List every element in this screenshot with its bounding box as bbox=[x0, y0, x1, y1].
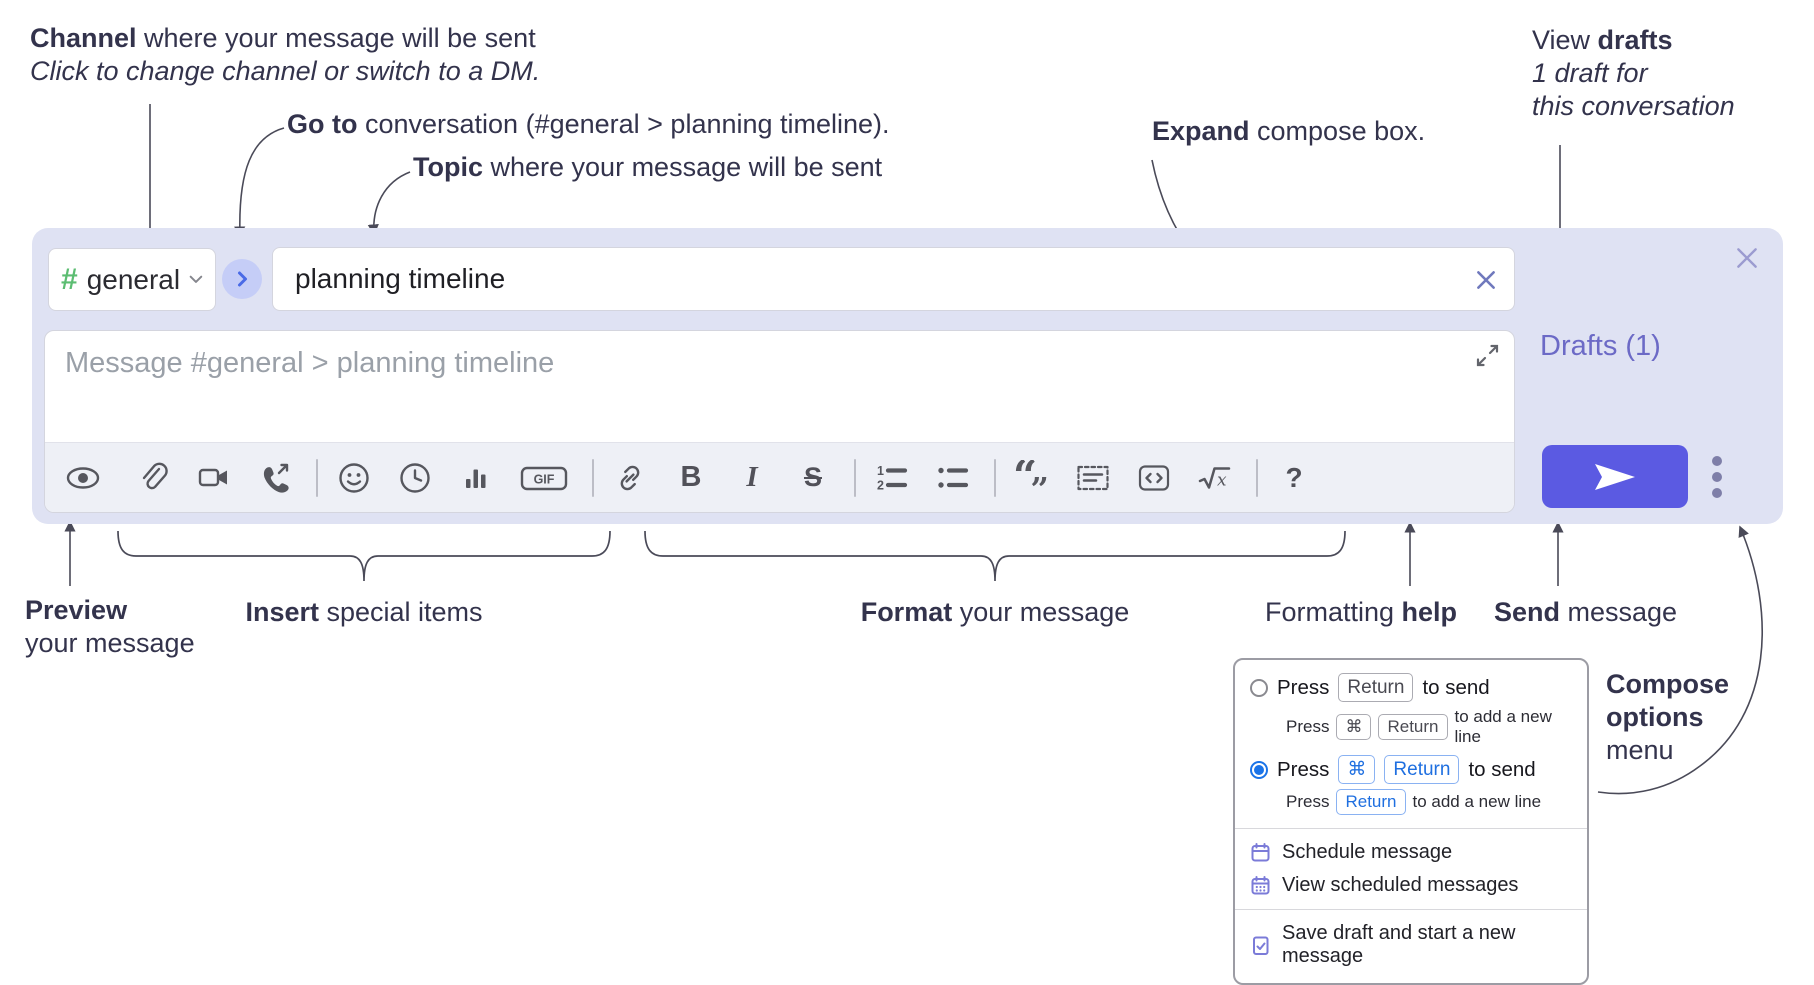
compose-options-annotation: Compose options menu bbox=[1606, 669, 1730, 765]
compose-box: # general bbox=[32, 228, 1783, 524]
compose-options-menu-button[interactable] bbox=[1712, 456, 1722, 498]
video-call-icon[interactable] bbox=[192, 455, 236, 501]
formatting-help-annotation: Formatting help bbox=[1265, 597, 1458, 627]
close-icon bbox=[1477, 271, 1495, 289]
schedule-message-item[interactable]: Schedule message bbox=[1235, 836, 1587, 869]
message-input[interactable] bbox=[51, 337, 1455, 443]
topic-input-wrap bbox=[272, 247, 1515, 311]
menu-item-label: View scheduled messages bbox=[1282, 874, 1519, 896]
send-annotation: Send message bbox=[1494, 597, 1678, 627]
topic-clear-button[interactable] bbox=[1474, 268, 1498, 292]
dot bbox=[1712, 488, 1722, 498]
save-draft-item[interactable]: Save draft and start a new message bbox=[1235, 917, 1587, 973]
menu-item-label: Save draft and start a new message bbox=[1282, 922, 1516, 967]
strikethrough-icon[interactable]: S bbox=[803, 462, 822, 492]
go-to-annotation: Go to conversation (#general > planning … bbox=[287, 109, 890, 139]
cmd-enter-sends-subtext: Press Return to add a new line bbox=[1235, 786, 1587, 821]
menu-item-label: Schedule message bbox=[1282, 841, 1453, 863]
insert-annotation: Insert special items bbox=[245, 597, 483, 627]
bulleted-list-icon[interactable] bbox=[931, 455, 975, 501]
voice-call-icon[interactable] bbox=[253, 455, 297, 501]
topic-pointer-line bbox=[367, 171, 411, 236]
svg-text:„: „ bbox=[1031, 460, 1049, 490]
menu-divider bbox=[1235, 828, 1587, 829]
svg-text:1: 1 bbox=[877, 464, 884, 478]
message-card: GIF B I S 1 2 bbox=[44, 330, 1515, 513]
channel-picker[interactable]: # general bbox=[48, 248, 216, 311]
enter-sends-option[interactable]: Press Return to send bbox=[1235, 671, 1587, 704]
channel-annotation: Channel where your message will be sent … bbox=[30, 23, 541, 86]
menu-divider bbox=[1235, 909, 1587, 910]
chevron-down-icon bbox=[189, 275, 203, 283]
toolbar-divider bbox=[854, 458, 856, 497]
topic-annotation: Topic where your message will be sent bbox=[413, 152, 883, 182]
format-brace bbox=[644, 530, 1346, 582]
go-to-pointer-line bbox=[234, 127, 285, 238]
draft-document-icon bbox=[1253, 936, 1269, 955]
insert-brace bbox=[117, 530, 611, 582]
help-icon[interactable]: ? bbox=[1285, 461, 1303, 493]
expand-icon bbox=[1476, 344, 1499, 367]
compose-toolbar: GIF B I S 1 2 bbox=[45, 442, 1514, 512]
compose-options-menu: Press Return to send Press ⌘ Return to a… bbox=[1233, 658, 1589, 985]
numbered-list-icon[interactable]: 1 2 bbox=[870, 455, 914, 501]
bold-icon[interactable]: B bbox=[680, 461, 702, 493]
calendar-grid-icon bbox=[1251, 876, 1270, 895]
quote-icon[interactable]: “ „ bbox=[1010, 455, 1054, 501]
close-icon bbox=[1737, 248, 1757, 268]
send-icon bbox=[1595, 463, 1635, 490]
go-to-conversation-button[interactable] bbox=[222, 259, 262, 299]
view-scheduled-messages-item[interactable]: View scheduled messages bbox=[1235, 869, 1587, 902]
channel-hash-icon: # bbox=[61, 262, 78, 296]
preview-annotation: Preview your message bbox=[25, 595, 195, 658]
return-keycap: Return bbox=[1378, 714, 1448, 740]
emoji-icon[interactable] bbox=[332, 455, 376, 501]
compose-close-button[interactable] bbox=[1733, 244, 1761, 272]
toolbar-divider bbox=[1256, 458, 1258, 497]
topic-input[interactable] bbox=[273, 248, 1514, 310]
radio-selected[interactable] bbox=[1250, 760, 1268, 779]
calendar-icon bbox=[1251, 843, 1270, 862]
send-button[interactable] bbox=[1542, 445, 1688, 508]
option-text: to send bbox=[1468, 757, 1536, 781]
return-keycap: Return bbox=[1338, 673, 1414, 702]
link-icon[interactable] bbox=[608, 455, 652, 501]
format-annotation: Format your message bbox=[860, 597, 1130, 627]
attach-file-icon[interactable] bbox=[131, 455, 175, 501]
poll-icon[interactable] bbox=[454, 455, 498, 501]
expand-annotation: Expand compose box. bbox=[1152, 116, 1426, 146]
option-text: Press bbox=[1277, 757, 1330, 781]
dot bbox=[1712, 456, 1722, 466]
option-text: Press bbox=[1277, 675, 1330, 699]
radio-unselected[interactable] bbox=[1250, 678, 1268, 697]
math-icon[interactable]: x bbox=[1193, 455, 1237, 501]
cmd-enter-sends-option[interactable]: Press ⌘ Return to send bbox=[1235, 753, 1587, 786]
drafts-link[interactable]: Drafts (1) bbox=[1540, 330, 1661, 362]
time-icon[interactable] bbox=[393, 455, 437, 501]
toolbar-divider bbox=[316, 458, 318, 497]
view-drafts-annotation: View drafts 1 draft for this conversatio… bbox=[1532, 25, 1735, 121]
return-keycap: Return bbox=[1336, 789, 1406, 815]
svg-text:“: “ bbox=[1013, 460, 1037, 496]
toolbar-divider bbox=[592, 458, 594, 497]
cmd-keycap: ⌘ bbox=[1336, 714, 1372, 740]
dot bbox=[1712, 472, 1722, 482]
preview-eye-icon[interactable] bbox=[61, 455, 105, 501]
svg-text:x: x bbox=[1217, 470, 1227, 490]
enter-sends-subtext: Press ⌘ Return to add a new line bbox=[1286, 707, 1552, 746]
svg-text:GIF: GIF bbox=[534, 472, 555, 486]
return-keycap: Return bbox=[1384, 755, 1460, 784]
svg-text:2: 2 bbox=[877, 478, 884, 492]
gif-icon[interactable]: GIF bbox=[515, 455, 573, 501]
expand-compose-button[interactable] bbox=[1475, 343, 1500, 368]
option-text: to send bbox=[1422, 675, 1490, 699]
spoiler-icon[interactable] bbox=[1071, 455, 1115, 501]
chevron-right-icon bbox=[238, 271, 247, 287]
code-icon[interactable] bbox=[1132, 455, 1176, 501]
italic-icon[interactable]: I bbox=[746, 461, 758, 493]
toolbar-divider bbox=[994, 458, 996, 497]
channel-name: general bbox=[86, 263, 181, 295]
cmd-keycap: ⌘ bbox=[1338, 755, 1376, 784]
